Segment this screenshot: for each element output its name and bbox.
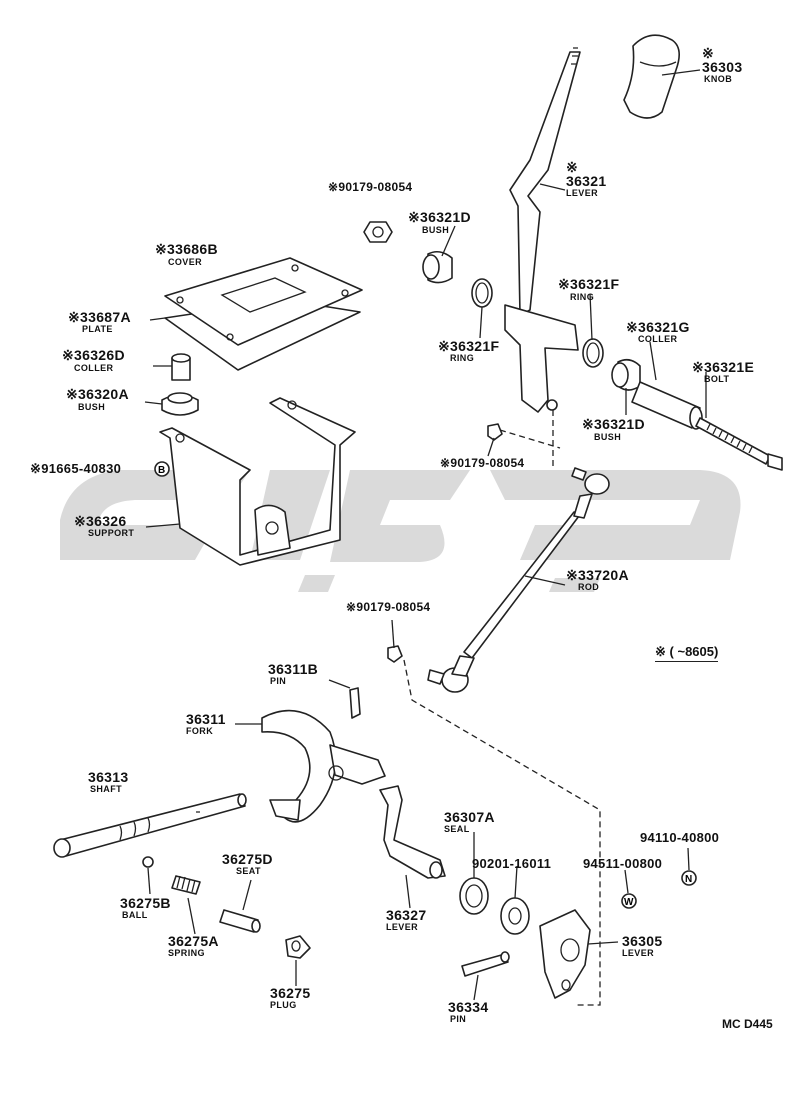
part-name-lever-36327: LEVER [386, 922, 419, 932]
ball-drawing [142, 856, 154, 868]
part-number-washer-w: 94511-00800 [583, 856, 663, 871]
diagram-code: MC D445 [722, 1017, 773, 1031]
part-number-bolt-e: ※36321E [692, 359, 755, 375]
part-number-pin-36334: 36334 [448, 999, 489, 1015]
part-number-ball: 36275B [120, 895, 171, 911]
bush-d-top-drawing [422, 250, 453, 284]
rod-drawing [427, 467, 610, 693]
part-number-washer-b: ※91665-40830 [30, 461, 122, 476]
part-number-rod: ※33720A [566, 567, 629, 583]
knob-drawing [623, 34, 680, 119]
part-number-spring: 36275A [168, 933, 219, 949]
svg-text:B: B [158, 465, 165, 476]
part-number-nut-mid: ※90179-08054 [440, 456, 525, 470]
part-name-pin-36334: PIN [450, 1014, 467, 1024]
legend-note: ※ ( ~8605) [655, 644, 719, 662]
part-number-support: ※36326 [74, 513, 127, 529]
part-number-knob: 36303 [702, 59, 743, 75]
part-number-ring-f-left: ※36321F [438, 338, 500, 354]
part-name-bush-d-right: BUSH [594, 432, 622, 442]
pin-b-drawing [349, 687, 361, 719]
washer-w-symbol: W [621, 893, 637, 909]
part-name-seat: SEAT [236, 866, 261, 876]
part-number-nut-n: 94110-40800 [640, 830, 720, 845]
nut-top-drawing [363, 221, 393, 243]
washer-90201-drawing [500, 897, 530, 935]
nut-low-drawing [387, 645, 403, 663]
svg-text:W: W [624, 897, 634, 908]
part-name-ring-f-right: RING [570, 292, 595, 302]
part-name-rod: ROD [578, 582, 600, 592]
lever-36327-drawing [379, 785, 446, 879]
part-name-shaft: SHAFT [90, 784, 122, 794]
part-number-plate: ※33687A [68, 309, 131, 325]
part-number-seal: 36307A [444, 809, 495, 825]
spring-drawing [171, 875, 201, 895]
leader-lines [144, 69, 707, 1001]
part-number-plug: 36275 [270, 985, 311, 1001]
shaft-drawing [53, 793, 247, 858]
part-number-shaft: 36313 [88, 769, 129, 785]
seat-drawing [219, 909, 261, 933]
part-name-lever-main: LEVER [566, 188, 599, 198]
washer-b-symbol: B [154, 461, 170, 477]
part-number-bush-d-right: ※36321D [582, 416, 645, 432]
part-number-bush-d-top: ※36321D [408, 209, 471, 225]
part-name-plate: PLATE [82, 324, 113, 334]
part-number-seat: 36275D [222, 851, 273, 867]
part-name-knob: KNOB [704, 74, 733, 84]
part-name-cover: COVER [168, 257, 203, 267]
part-name-ball: BALL [122, 910, 148, 920]
pin-36334-drawing [461, 951, 510, 977]
part-name-pin-b: PIN [270, 676, 287, 686]
part-name-lever-36305: LEVER [622, 948, 655, 958]
bush-d-right-drawing [611, 358, 641, 391]
plug-drawing [285, 935, 311, 959]
label-knob: ※ [702, 45, 715, 61]
part-name-fork: FORK [186, 726, 214, 736]
watermark-logo [60, 470, 741, 592]
part-name-bush-d-top: BUSH [422, 225, 450, 235]
ring-f-left-drawing [471, 278, 493, 308]
part-number-lever-36305: 36305 [622, 933, 663, 949]
svg-text:N: N [685, 874, 692, 885]
fork-drawing [261, 709, 386, 823]
part-name-bush-a: BUSH [78, 402, 106, 412]
part-name-spring: SPRING [168, 948, 205, 958]
ring-f-right-drawing [582, 338, 604, 368]
part-name-coller-g: COLLER [638, 334, 678, 344]
part-name-bolt-e: BOLT [704, 374, 730, 384]
main-lever-drawing [504, 47, 581, 413]
part-name-plug: PLUG [270, 1000, 297, 1010]
part-name-ring-f-left: RING [450, 353, 475, 363]
part-number-nut-low: ※90179-08054 [346, 600, 431, 614]
bush-a-drawing [161, 392, 199, 416]
part-number-lever-36327: 36327 [386, 907, 427, 923]
bolt-e-drawing [695, 417, 783, 471]
nut-n-symbol: N [681, 870, 697, 886]
part-number-nut-top: ※90179-08054 [328, 180, 413, 194]
part-number-cover: ※33686B [155, 241, 218, 257]
part-name-seal: SEAL [444, 824, 470, 834]
part-number-pin-b: 36311B [268, 661, 319, 677]
part-number-coller-g: ※36321G [626, 319, 690, 335]
part-number-fork: 36311 [186, 711, 226, 727]
part-number-bush-a: ※36320A [66, 386, 129, 402]
seal-drawing [459, 877, 489, 915]
label-lever-main-star: ※ [566, 159, 579, 175]
part-number-washer-90201: 90201-16011 [472, 856, 552, 871]
coller-d-drawing [171, 353, 191, 381]
part-number-lever-main: 36321 [566, 173, 607, 189]
cover-plate-drawing [164, 257, 363, 371]
part-number-ring-f-right: ※36321F [558, 276, 620, 292]
support-drawing [159, 397, 356, 566]
nut-mid-drawing [487, 423, 503, 441]
lever-36305-drawing [539, 909, 591, 999]
part-name-coller-d: COLLER [74, 363, 114, 373]
guide-lines [403, 410, 601, 1006]
part-name-support: SUPPORT [88, 528, 135, 538]
part-number-coller-d: ※36326D [62, 347, 125, 363]
